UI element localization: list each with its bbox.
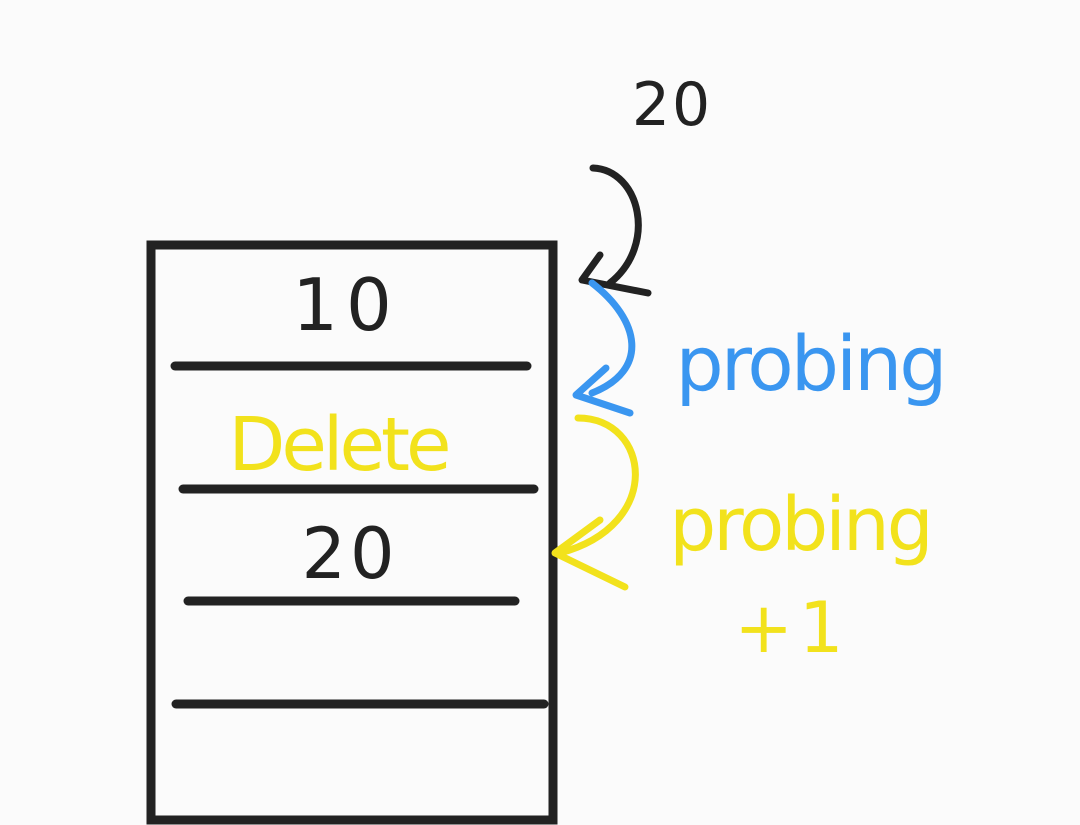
slot-label-0: 10	[292, 263, 400, 347]
hash-table-box	[146, 240, 558, 825]
slot-label-1: Delete	[228, 402, 448, 488]
probe-label-yellow-increment: +1	[734, 587, 849, 669]
slot-label-2: 20	[301, 513, 398, 595]
probe-arrow-blue	[572, 279, 636, 417]
probe-label-blue: probing	[675, 319, 944, 408]
probe-label-yellow: probing	[669, 482, 930, 568]
hash-arrow	[578, 164, 652, 297]
probe-arrow-yellow	[551, 414, 639, 591]
incoming-key-label: 20	[632, 70, 712, 140]
